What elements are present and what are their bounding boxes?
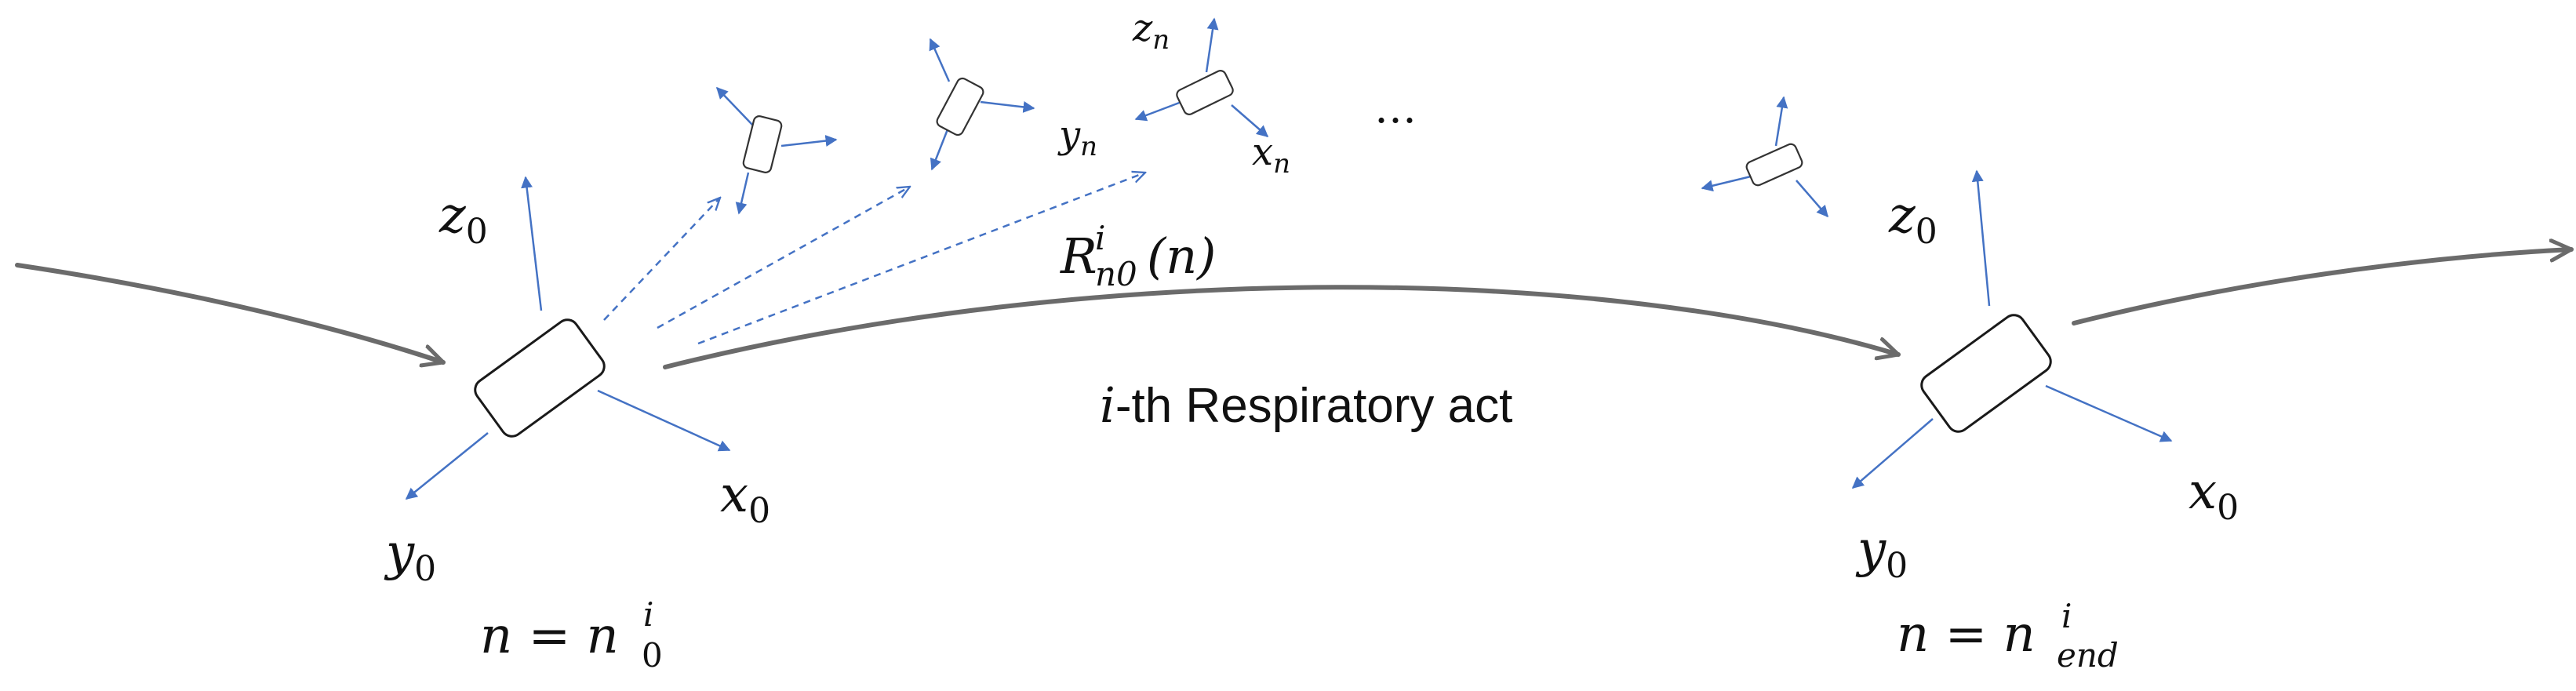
intermediate-frame-last [1701,96,1828,218]
rotation-argument: (n) [1147,227,1216,285]
start-x-label: x0 [720,466,770,531]
end-time-equation: n = n i end [1897,597,2119,675]
start-eq-subscript: 0 [642,636,663,675]
frame-n-x-label: xn [1252,130,1290,180]
frame2-axis-up [929,38,951,82]
start-x-subscript: 0 [748,491,770,531]
end-z-label: z0 [1888,187,1937,252]
frame-n-y-label: yn [1057,113,1097,162]
end-sensor-box [1920,314,2052,433]
rotation-subscript: n0 [1095,255,1137,293]
trajectory-main [663,285,1898,369]
start-y-label: y0 [384,524,436,589]
end-axes [1851,169,2173,489]
frame-n-x-axis-arrow [1231,104,1269,137]
frame-n-sensor-box [1176,70,1234,115]
rotation-superscript: i [1095,219,1105,257]
frame-n-y-subscript: n [1080,131,1097,162]
intermediate-frame-n: zn yn xn [1057,6,1290,180]
end-y-subscript: 0 [1886,546,1908,586]
frame1-axis-up [715,86,754,126]
start-z-label: z0 [438,187,488,252]
end-x-label: x0 [2189,463,2239,528]
start-y-axis-arrow [405,432,489,500]
end-eq-subscript: end [2057,636,2119,675]
trajectory [15,249,2571,369]
end-x-subscript: 0 [2217,488,2239,528]
rotation-arrow-2 [657,187,910,329]
frame1-sensor-box [742,115,783,173]
ellipsis: … [1374,83,1417,133]
intermediate-frame-1 [715,86,838,215]
frame2-axis-down [930,125,951,171]
end-z-subscript: 0 [1916,212,1937,252]
frame-last-axis-up [1774,96,1788,147]
frame1-axis-right [780,135,838,147]
end-eq-superscript: i [2061,597,2072,635]
rotation-arrow-1 [603,198,720,321]
frame-last-axis-down [1796,180,1828,218]
svg-text:R: R [1060,227,1097,285]
start-z-subscript: 0 [466,212,488,252]
frame-n-y-axis-arrow [1134,100,1182,122]
svg-text:n = n: n = n [1897,606,2036,664]
end-y-axis-arrow [1851,418,1934,489]
start-z-axis-arrow [521,176,543,311]
trajectory-incoming [15,263,443,362]
start-eq-superscript: i [643,595,653,634]
start-frame: z0 x0 y0 n = n i 0 [384,176,770,675]
intermediate-frame-2 [929,38,1035,171]
rotation-arrow-3 [697,173,1145,345]
end-z-axis-arrow [1971,169,1991,307]
end-x-axis-arrow [2045,384,2173,442]
trajectory-outgoing [2072,249,2571,325]
frame2-sensor-box [936,77,984,136]
start-y-subscript: 0 [414,549,436,589]
frame-n-z-axis-arrow [1205,17,1219,73]
svg-text:n = n: n = n [480,607,619,665]
rotation-label: R i n0 (n) [1060,219,1216,293]
start-x-axis-arrow [597,389,731,452]
frame-last-sensor-box [1745,143,1803,187]
start-time-equation: n = n i 0 [480,595,663,675]
rotation-arrows [603,173,1145,345]
start-axes [405,176,731,500]
frame1-axis-down [735,172,750,215]
end-frame: z0 x0 y0 n = n i end [1851,169,2239,675]
start-sensor-box [474,318,606,438]
frame-n-x-subscript: n [1273,148,1290,180]
frame-last-axis-left [1701,174,1755,192]
frame-n-z-label: zn [1132,6,1170,56]
respiratory-act-label: i-th Respiratory act [1100,376,1512,434]
end-y-label: y0 [1855,521,1908,586]
frame-n-z-subscript: n [1152,24,1170,56]
frame2-axis-right [980,100,1035,113]
